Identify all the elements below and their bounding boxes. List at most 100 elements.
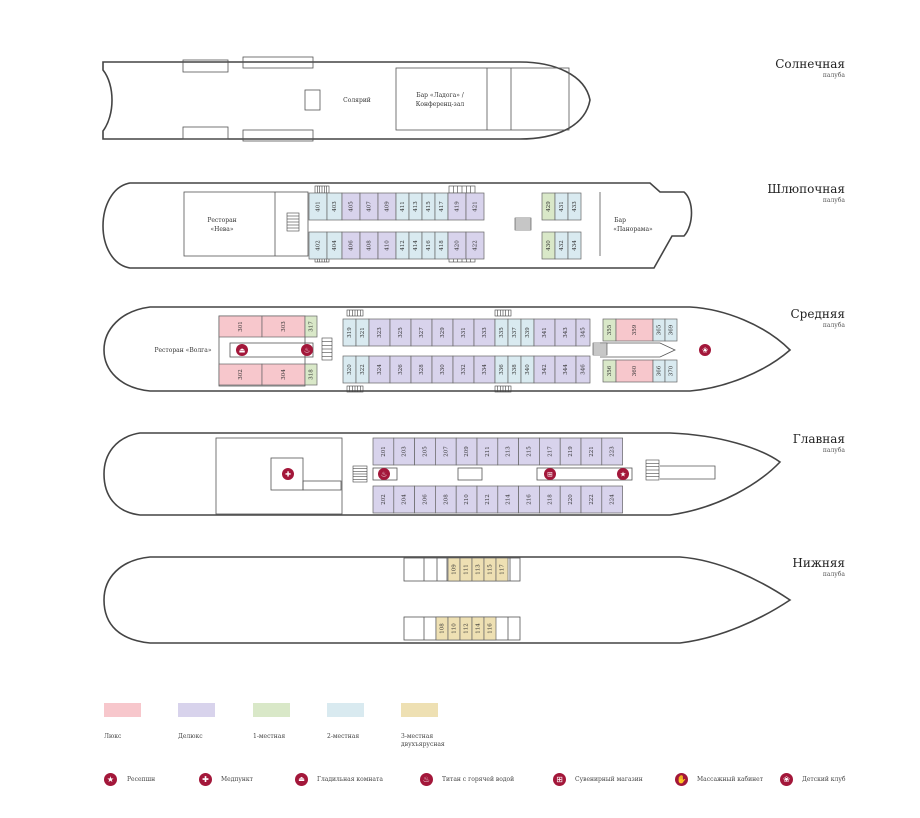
main-deck-corridor-niche-2 bbox=[457, 467, 483, 481]
cabin bbox=[495, 557, 509, 582]
stairs bbox=[321, 337, 333, 361]
cabin-number: 209 bbox=[464, 446, 470, 457]
deck-title-sun: Солнечная bbox=[775, 57, 845, 71]
deck-subtitle-sun: палуба bbox=[822, 72, 845, 79]
cabin bbox=[664, 359, 678, 383]
stairs bbox=[346, 385, 364, 393]
area-bar-panorama: Бар bbox=[614, 217, 626, 224]
cabin-number: 302 bbox=[238, 369, 244, 380]
cabin-number: 403 bbox=[332, 201, 338, 212]
area-restaurant-neva-name: «Нева» bbox=[210, 226, 233, 233]
boiler-icon-glyph: ♨ bbox=[381, 471, 387, 479]
icon-label-kids: Детский клуб bbox=[802, 776, 846, 783]
cabin-number: 219 bbox=[568, 446, 574, 457]
cabin-number: 410 bbox=[385, 240, 391, 251]
cabin-number: 324 bbox=[377, 364, 383, 375]
cabin-number: 224 bbox=[610, 494, 616, 505]
cabin-number: 416 bbox=[426, 240, 432, 251]
main-deck-aft-room bbox=[215, 437, 343, 515]
massage-hand-icon: ✋ bbox=[675, 773, 688, 786]
cabin-number: 335 bbox=[499, 327, 505, 338]
cabin-number: 212 bbox=[485, 494, 491, 505]
cabin-number: 326 bbox=[398, 364, 404, 375]
cabin-number: 319 bbox=[347, 327, 353, 338]
cabin-number: 202 bbox=[381, 494, 387, 505]
gift-icon: ⊞ bbox=[553, 773, 566, 786]
stairs bbox=[448, 185, 476, 194]
cabin-number: 422 bbox=[473, 240, 479, 251]
deck-title-boat: Шлюпочная bbox=[767, 182, 845, 196]
cabin-number: 201 bbox=[381, 446, 387, 457]
gift-icon bbox=[544, 468, 556, 480]
cabin-number: 220 bbox=[568, 494, 574, 505]
cabin-number: 369 bbox=[669, 324, 675, 335]
stairs bbox=[314, 185, 330, 194]
medical-room bbox=[270, 457, 304, 491]
cabin-number: 418 bbox=[439, 240, 445, 251]
cabin-number: 411 bbox=[400, 201, 406, 212]
cabin-number: 117 bbox=[500, 564, 506, 575]
cabin-number: 317 bbox=[309, 321, 315, 332]
cabin-number: 409 bbox=[385, 201, 391, 212]
star-icon: ★ bbox=[104, 773, 117, 786]
cabin-number: 366 bbox=[657, 365, 663, 376]
iron-icon: ⏏ bbox=[295, 773, 308, 786]
cabin-number: 413 bbox=[413, 201, 419, 212]
cabin-number: 111 bbox=[464, 564, 470, 575]
cabin bbox=[601, 485, 623, 514]
cabin bbox=[304, 363, 318, 386]
sun-deck-lifeboat-bottom bbox=[182, 126, 229, 140]
cabin-number: 334 bbox=[482, 364, 488, 375]
cabin-number: 110 bbox=[452, 623, 458, 634]
cabin bbox=[465, 192, 485, 221]
medical-cross-icon: ✚ bbox=[199, 773, 212, 786]
cabin-number: 217 bbox=[547, 446, 553, 457]
cabin-number: 419 bbox=[455, 201, 461, 212]
cabin-number: 301 bbox=[238, 321, 244, 332]
cabin-number: 109 bbox=[452, 564, 458, 575]
cabin-number: 360 bbox=[632, 365, 638, 376]
cabin bbox=[465, 231, 485, 260]
cabin-number: 331 bbox=[461, 327, 467, 338]
boiler-icon bbox=[301, 344, 313, 356]
legend-label-lux: Люкс bbox=[104, 733, 122, 740]
deck-subtitle-boat: палуба bbox=[822, 197, 845, 204]
cabin-number: 303 bbox=[281, 321, 287, 332]
deck-subtitle-lower: палуба bbox=[822, 571, 845, 578]
cabin-number: 223 bbox=[610, 446, 616, 457]
icon-label-boiler: Титан с горячей водой bbox=[442, 776, 515, 783]
cabin-number: 221 bbox=[589, 446, 595, 457]
cabin-number: 415 bbox=[426, 201, 432, 212]
cabin-number: 342 bbox=[542, 364, 548, 375]
cabin-number: 356 bbox=[607, 365, 613, 376]
deck-subtitle-main: палуба bbox=[822, 447, 845, 454]
middle-deck-hull bbox=[103, 306, 792, 392]
deck-title-main: Главная bbox=[792, 432, 845, 446]
legend-swatch-double bbox=[327, 703, 364, 717]
star-icon-glyph: ★ bbox=[620, 471, 626, 479]
legend-label-double: 2-местная bbox=[327, 733, 360, 740]
cabin-number: 206 bbox=[423, 494, 429, 505]
cabin-number: 345 bbox=[581, 327, 587, 338]
star-icon bbox=[617, 468, 629, 480]
cabin-number: 337 bbox=[512, 327, 518, 338]
cabin-number: 434 bbox=[572, 240, 578, 251]
cabin-number: 330 bbox=[440, 364, 446, 375]
medical-cross-icon-glyph: ✚ bbox=[285, 471, 291, 479]
legend-label-deluxe: Делюкс bbox=[178, 733, 203, 740]
icon-label-massage: Массажный кабинет bbox=[697, 776, 764, 783]
cabin-number: 359 bbox=[632, 324, 638, 335]
area-restaurant-volga: Ресторан «Волга» bbox=[154, 347, 211, 354]
cabin-number: 429 bbox=[546, 201, 552, 212]
cabin-number: 113 bbox=[476, 564, 482, 575]
stairs bbox=[286, 212, 300, 232]
cabin bbox=[567, 231, 582, 260]
cabin-number: 323 bbox=[377, 327, 383, 338]
cabin-number: 412 bbox=[400, 240, 406, 251]
deck-title-lower: Нижняя bbox=[792, 556, 845, 570]
legend-swatch-deluxe bbox=[178, 703, 215, 717]
cabin-number: 325 bbox=[398, 327, 404, 338]
cabin-number: 336 bbox=[499, 364, 505, 375]
cabin-number: 211 bbox=[485, 446, 491, 457]
